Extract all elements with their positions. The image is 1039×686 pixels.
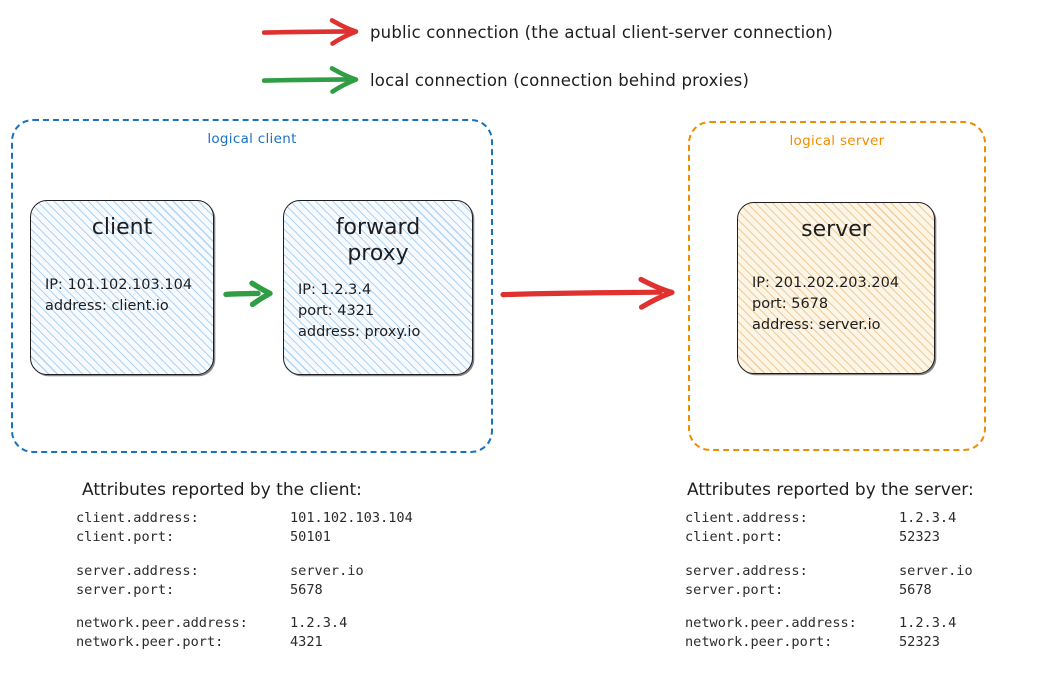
attribute-group: server.address: server.io server.port: 5… — [685, 562, 974, 601]
legend-item-local: local connection (connection behind prox… — [262, 56, 982, 104]
attribute-value: server.io — [290, 562, 364, 579]
attribute-key: server.address: — [76, 562, 199, 579]
client-node-details: IP: 101.102.103.104 address: client.io — [45, 249, 199, 317]
forward-proxy-ip: IP: 1.2.3.4 — [298, 282, 372, 299]
attribute-key: network.peer.address: — [76, 615, 248, 632]
attribute-key: server.port: — [685, 581, 784, 598]
local-connection-arrow — [223, 280, 273, 308]
attribute-row: network.peer.address: 1.2.3.4 — [76, 614, 413, 633]
attribute-row: server.address: server.io — [685, 562, 974, 581]
client-node-title: client — [91, 215, 153, 240]
forward-proxy-address: address: proxy.io — [298, 324, 421, 341]
legend-item-public: public connection (the actual client-ser… — [262, 8, 982, 56]
attribute-row: client.address: 101.102.103.104 — [76, 509, 413, 528]
attribute-key: server.port: — [76, 581, 175, 598]
attribute-row: client.port: 50101 — [76, 528, 413, 547]
attribute-key: client.port: — [685, 529, 784, 546]
logical-server-label: logical server — [789, 133, 885, 149]
attribute-row: network.peer.port: 4321 — [76, 633, 413, 652]
client-attributes-panel: Attributes reported by the client: clien… — [76, 480, 413, 667]
attribute-row: server.port: 5678 — [685, 581, 974, 600]
attribute-key: client.port: — [76, 529, 175, 546]
arrow-right-icon — [262, 66, 359, 94]
attribute-key: client.address: — [685, 510, 808, 526]
attribute-key: network.peer.port: — [685, 634, 833, 651]
forward-proxy-node-title: forward proxy — [298, 215, 458, 266]
server-node-port: port: 5678 — [752, 295, 829, 312]
legend-label-local: local connection (connection behind prox… — [370, 70, 750, 90]
client-attributes-heading: Attributes reported by the client: — [82, 480, 362, 500]
attribute-value: 4321 — [290, 634, 323, 651]
attribute-value: 5678 — [290, 581, 323, 598]
logical-client-group: logical client — [11, 119, 493, 453]
attribute-value: 1.2.3.4 — [290, 615, 348, 632]
forward-proxy-title-line2: proxy — [347, 240, 409, 266]
attribute-key: client.address: — [76, 510, 199, 526]
attribute-group: network.peer.address: 1.2.3.4 network.pe… — [76, 614, 413, 653]
attribute-row: client.port: 52323 — [685, 528, 974, 547]
attribute-row: server.port: 5678 — [76, 581, 413, 600]
attribute-group: client.address: 101.102.103.104 client.p… — [76, 509, 413, 548]
attribute-key: network.peer.port: — [76, 634, 224, 651]
attribute-value: 52323 — [899, 634, 940, 651]
attribute-value: 1.2.3.4 — [899, 615, 957, 632]
logical-client-label: logical client — [207, 131, 297, 147]
server-node-ip: IP: 201.202.203.204 — [752, 274, 900, 291]
public-connection-arrow — [500, 276, 675, 310]
attribute-group: server.address: server.io server.port: 5… — [76, 562, 413, 601]
server-node-details: IP: 201.202.203.204 port: 5678 address: … — [752, 251, 920, 336]
legend: public connection (the actual client-ser… — [262, 8, 982, 104]
forward-proxy-node: forward proxy IP: 1.2.3.4 port: 4321 add… — [283, 200, 473, 375]
attribute-value: 50101 — [290, 529, 331, 546]
forward-proxy-node-details: IP: 1.2.3.4 port: 4321 address: proxy.io — [298, 270, 458, 343]
server-attributes-panel: Attributes reported by the server: clien… — [685, 480, 974, 667]
attribute-value: 1.2.3.4 — [899, 510, 957, 526]
arrow-right-icon — [262, 18, 359, 46]
attribute-key: network.peer.address: — [685, 615, 857, 632]
logical-server-group: logical server — [688, 121, 986, 451]
server-node-title: server — [801, 217, 871, 242]
attribute-value: 5678 — [899, 581, 932, 598]
attribute-value: 101.102.103.104 — [290, 510, 413, 526]
attribute-key: server.address: — [685, 562, 808, 579]
attribute-row: server.address: server.io — [76, 562, 413, 581]
attribute-group: client.address: 1.2.3.4 client.port: 523… — [685, 509, 974, 548]
client-node-address: address: client.io — [45, 297, 169, 314]
forward-proxy-title-line1: forward — [335, 215, 421, 240]
client-node-ip: IP: 101.102.103.104 — [45, 276, 193, 293]
attribute-row: network.peer.address: 1.2.3.4 — [685, 614, 974, 633]
attribute-value: 52323 — [899, 529, 940, 546]
legend-label-public: public connection (the actual client-ser… — [370, 22, 833, 42]
client-node: client IP: 101.102.103.104 address: clie… — [30, 200, 214, 375]
server-node: server IP: 201.202.203.204 port: 5678 ad… — [737, 202, 935, 374]
server-attributes-heading: Attributes reported by the server: — [687, 480, 974, 500]
attribute-value: server.io — [899, 562, 973, 579]
server-node-address: address: server.io — [752, 316, 881, 333]
attribute-row: client.address: 1.2.3.4 — [685, 509, 974, 528]
attribute-group: network.peer.address: 1.2.3.4 network.pe… — [685, 614, 974, 653]
attribute-row: network.peer.port: 52323 — [685, 633, 974, 652]
forward-proxy-port: port: 4321 — [298, 303, 375, 320]
